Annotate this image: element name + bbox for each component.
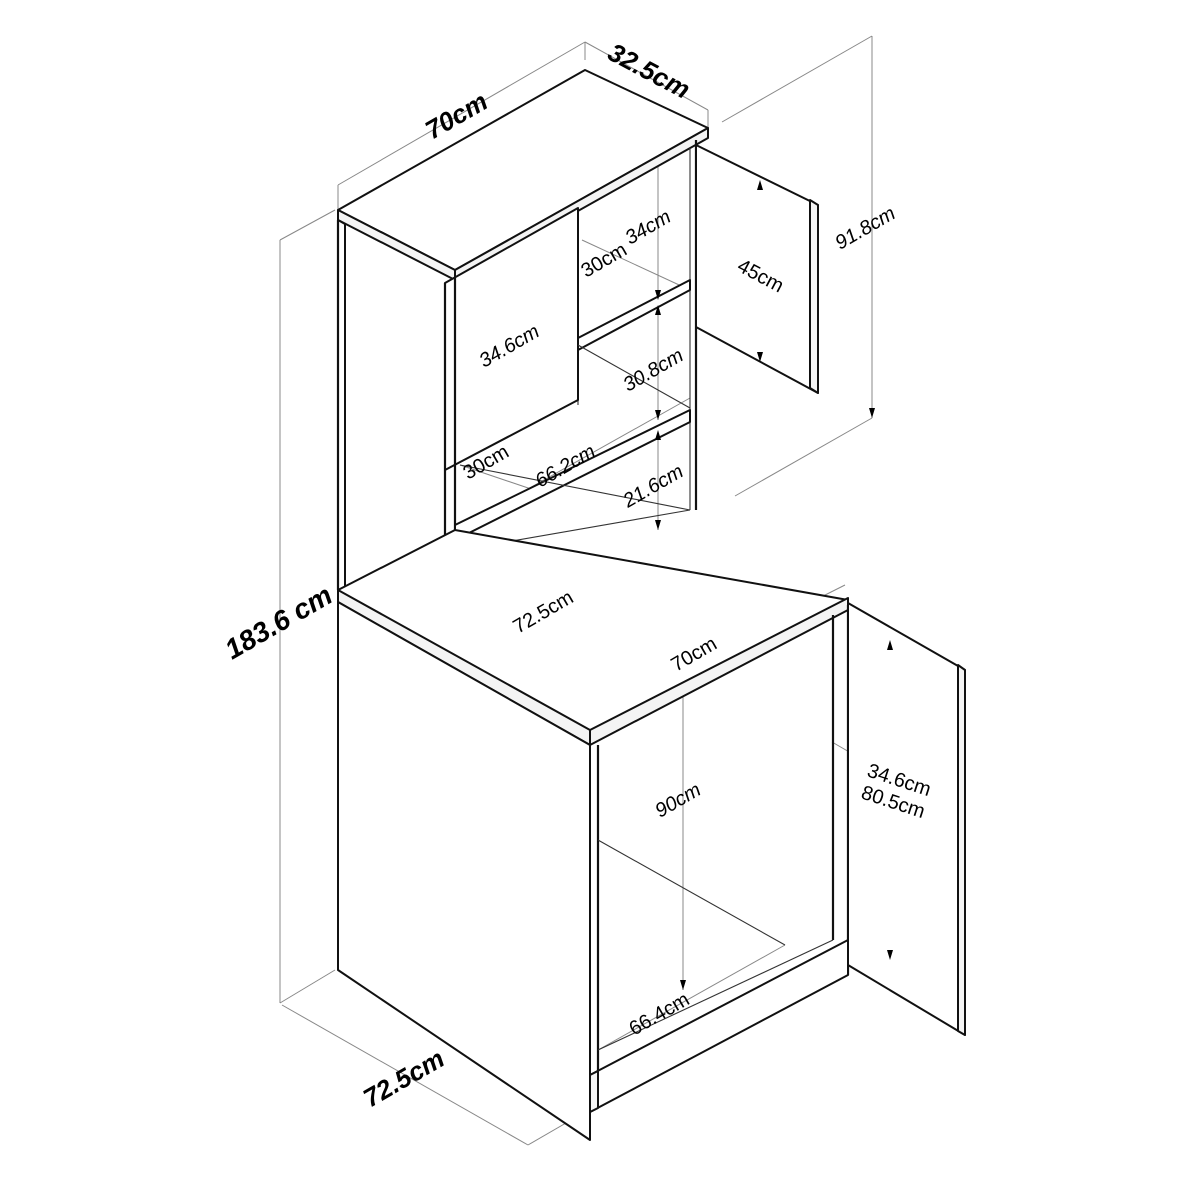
label-base-depth: 72.5cm bbox=[358, 1043, 449, 1113]
label-total-height: 183.6 cm bbox=[220, 579, 338, 665]
base-unit bbox=[337, 529, 966, 1141]
base-left-side bbox=[337, 601, 591, 1141]
label-top-compartment-height: 34cm bbox=[622, 206, 675, 250]
base-right-door bbox=[847, 602, 966, 1036]
label-top-shelf-depth: 30cm bbox=[578, 239, 631, 283]
label-interior-height: 90cm bbox=[652, 779, 705, 823]
label-upper-height: 91.8cm bbox=[832, 202, 900, 254]
upper-unit bbox=[336, 69, 819, 640]
label-bottom-compartment-height: 21.6cm bbox=[619, 460, 688, 512]
arrow-heads bbox=[655, 180, 893, 990]
label-mid-compartment-height: 30.8cm bbox=[620, 344, 688, 396]
